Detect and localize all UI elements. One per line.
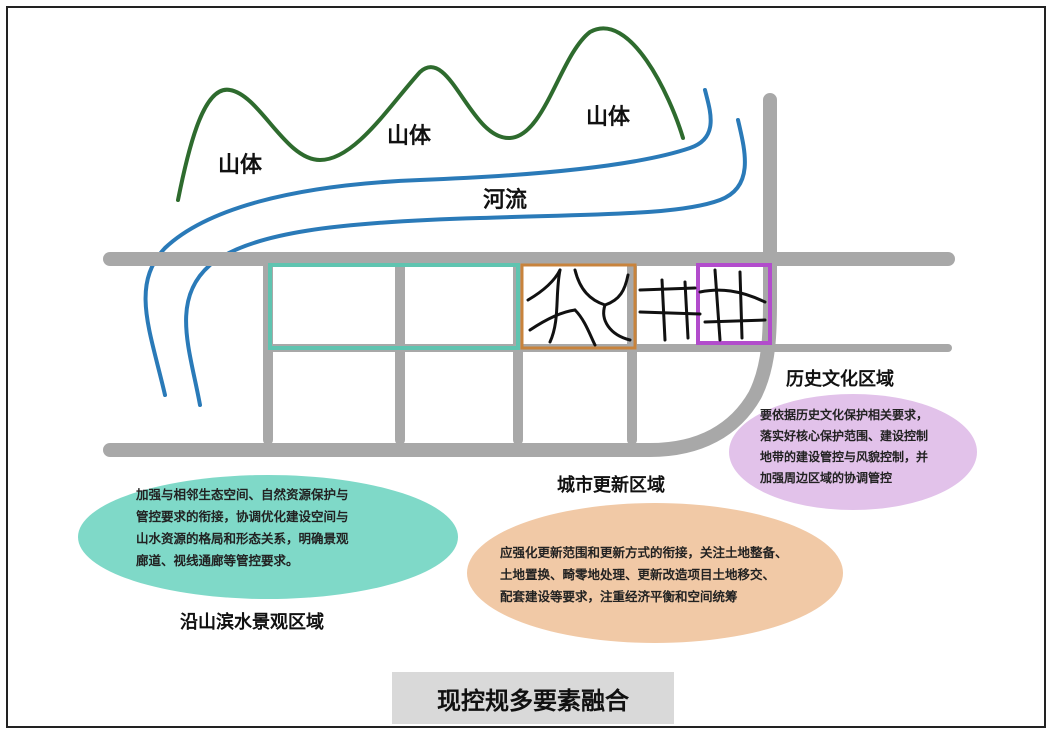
historic-line: 地带的建设管控与风貌控制，并 xyxy=(760,450,929,464)
waterfront-line: 山水资源的格局和形态关系，明确景观 xyxy=(136,531,349,546)
urban-description: 应强化更新范围和更新方式的衔接，关注土地整备、 土地置换、畸零地处理、更新改造项… xyxy=(500,542,788,608)
caption-title: 现控规多要素融合 xyxy=(437,686,629,715)
mountain-label-3: 山体 xyxy=(586,105,631,130)
historic-description: 要依据历史文化保护相关要求， 落实好核心保护范围、建设控制 地带的建设管控与风貌… xyxy=(760,405,928,489)
diagram-frame xyxy=(6,6,1046,728)
waterfront-line: 管控要求的衔接，协调优化建设空间与 xyxy=(136,509,349,524)
urban-block-outline xyxy=(520,263,637,350)
historic-line: 加强周边区域的协调管控 xyxy=(760,471,893,485)
waterfront-line: 廊道、视线通廊等管控要求。 xyxy=(136,553,299,568)
mountain-line xyxy=(176,26,685,202)
urban-line: 应强化更新范围和更新方式的衔接，关注土地整备、 xyxy=(500,545,788,560)
mountain-label-1: 山体 xyxy=(218,153,263,178)
river-bank-upper xyxy=(143,88,713,397)
urban-ellipse xyxy=(467,503,843,643)
urban-title: 城市更新区域 xyxy=(557,474,665,496)
waterfront-description: 加强与相邻生态空间、自然资源保护与 管控要求的衔接，协调优化建设空间与 山水资源… xyxy=(136,484,349,572)
waterfront-ellipse xyxy=(78,475,458,599)
river-bank-lower xyxy=(184,118,747,407)
waterfront-title: 沿山滨水景观区域 xyxy=(180,611,324,633)
urban-line: 配套建设等要求，注重经济平衡和空间统筹 xyxy=(500,589,738,604)
historic-line: 要依据历史文化保护相关要求， xyxy=(760,408,929,422)
mountain-label-2: 山体 xyxy=(387,124,432,149)
caption-box: 现控规多要素融合 xyxy=(392,672,674,724)
waterfront-block-outline xyxy=(268,263,520,350)
river-label: 河流 xyxy=(483,187,527,213)
urban-line: 土地置换、畸零地处理、更新改造项目土地移交、 xyxy=(500,567,776,582)
historic-title: 历史文化区域 xyxy=(786,368,894,390)
historic-block-outline xyxy=(696,263,772,345)
street-fabric xyxy=(526,268,767,347)
historic-ellipse xyxy=(729,394,977,510)
waterfront-line: 加强与相邻生态空间、自然资源保护与 xyxy=(136,487,349,502)
historic-line: 落实好核心保护范围、建设控制 xyxy=(760,429,929,443)
